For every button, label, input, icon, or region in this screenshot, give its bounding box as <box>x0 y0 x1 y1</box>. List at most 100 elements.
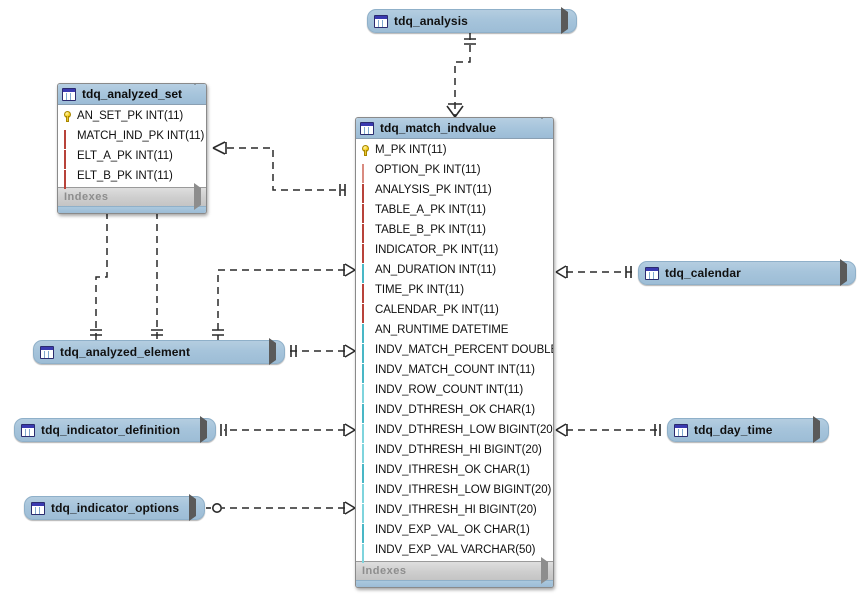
table-column-row[interactable]: INDV_ITHRESH_LOW BIGINT(20) <box>356 480 553 503</box>
table-column-row[interactable]: INDV_ROW_COUNT INT(11) <box>356 380 553 403</box>
key-icon <box>360 144 371 156</box>
column-list: AN_SET_PK INT(11) MATCH_IND_PK INT(11) ELT… <box>58 105 206 189</box>
table-column-row[interactable]: M_PK INT(11) <box>356 140 553 160</box>
diamond-filled-cyan-icon <box>360 263 371 283</box>
table-column-row[interactable]: TABLE_B_PK INT(11) <box>356 220 553 243</box>
table-column-row[interactable]: AN_RUNTIME DATETIME <box>356 320 553 343</box>
relationship-analyzedset-element-b <box>150 199 164 340</box>
chevron-right-icon[interactable] <box>840 259 847 286</box>
relationship-analyzedset-indvalue <box>212 141 346 196</box>
diamond-hollow-cyan-icon <box>360 443 371 463</box>
column-label: INDV_DTHRESH_OK CHAR(1) <box>375 404 536 416</box>
table-tdq-match-indvalue[interactable]: tdq_match_indvalue M_PK INT(11) OPTION_PK… <box>355 117 554 588</box>
chevron-right-icon[interactable] <box>561 7 568 34</box>
relationship-indvalue-indicatoroptions <box>206 501 356 515</box>
table-column-row[interactable]: INDV_DTHRESH_OK CHAR(1) <box>356 400 553 423</box>
diamond-hollow-cyan-icon <box>360 423 371 443</box>
table-column-row[interactable]: INDV_ITHRESH_HI BIGINT(20) <box>356 500 553 523</box>
column-label: INDV_EXP_VAL VARCHAR(50) <box>375 544 536 556</box>
table-tdq-indicator-options[interactable]: tdq_indicator_options <box>24 494 205 521</box>
diamond-filled-red-icon <box>360 223 371 243</box>
chevron-right-icon[interactable] <box>194 183 201 210</box>
table-column-row[interactable]: INDV_ITHRESH_OK CHAR(1) <box>356 460 553 483</box>
chevron-down-icon[interactable] <box>190 84 200 103</box>
diamond-hollow-cyan-icon <box>360 383 371 403</box>
column-label: OPTION_PK INT(11) <box>375 164 481 176</box>
table-column-row[interactable]: TIME_PK INT(11) <box>356 280 553 303</box>
diamond-filled-cyan-icon <box>360 403 371 423</box>
table-column-row[interactable]: OPTION_PK INT(11) <box>356 160 553 183</box>
indexes-label: Indexes <box>362 565 407 577</box>
table-tdq-calendar[interactable]: tdq_calendar <box>638 259 856 286</box>
table-icon <box>374 14 388 28</box>
relationship-analyzedset-element-a <box>90 199 114 340</box>
indexes-section[interactable]: Indexes <box>356 557 553 584</box>
indexes-section[interactable]: Indexes <box>58 183 206 210</box>
chevron-right-icon[interactable] <box>200 416 207 443</box>
table-column-row[interactable]: ANALYSIS_PK INT(11) <box>356 180 553 203</box>
table-tdq-day-time[interactable]: tdq_day_time <box>667 416 829 443</box>
table-column-row[interactable]: CALENDAR_PK INT(11) <box>356 300 553 323</box>
column-label: ANALYSIS_PK INT(11) <box>375 184 492 196</box>
column-label: INDV_DTHRESH_HI BIGINT(20) <box>375 444 542 456</box>
table-name: tdq_calendar <box>665 266 741 280</box>
column-label: CALENDAR_PK INT(11) <box>375 304 499 316</box>
table-name: tdq_analyzed_element <box>60 345 191 359</box>
column-label: INDV_ITHRESH_LOW BIGINT(20) <box>375 484 552 496</box>
column-label: TABLE_B_PK INT(11) <box>375 224 486 236</box>
table-icon <box>21 423 35 437</box>
table-icon <box>645 266 659 280</box>
table-icon <box>360 121 374 135</box>
column-label: INDV_DTHRESH_LOW BIGINT(20) <box>375 424 554 436</box>
table-column-row[interactable]: INDICATOR_PK INT(11) <box>356 240 553 263</box>
relationship-analysis-indvalue <box>446 33 476 118</box>
table-column-row[interactable]: TABLE_A_PK INT(11) <box>356 200 553 223</box>
table-tdq-analysis[interactable]: tdq_analysis <box>367 7 577 34</box>
table-header[interactable]: tdq_match_indvalue <box>356 118 553 139</box>
table-column-row[interactable]: ELT_B_PK INT(11) <box>58 166 206 189</box>
diamond-hollow-cyan-icon <box>360 543 371 563</box>
key-icon <box>62 110 73 122</box>
column-label: ELT_B_PK INT(11) <box>77 170 173 182</box>
column-label: INDV_MATCH_COUNT INT(11) <box>375 364 535 376</box>
table-tdq-analyzed-element[interactable]: tdq_analyzed_element <box>33 338 285 365</box>
diamond-filled-cyan-icon <box>360 343 371 363</box>
table-column-row[interactable]: ELT_A_PK INT(11) <box>58 146 206 169</box>
diamond-filled-red-icon <box>62 169 73 189</box>
table-column-row[interactable]: INDV_MATCH_PERCENT DOUBLE <box>356 340 553 363</box>
table-column-row[interactable]: MATCH_IND_PK INT(11) <box>58 126 206 149</box>
table-footer-bar <box>356 580 553 587</box>
chevron-right-icon[interactable] <box>269 338 276 365</box>
chevron-right-icon[interactable] <box>541 557 548 584</box>
diamond-filled-cyan-icon <box>360 323 371 343</box>
chevron-down-icon[interactable] <box>537 118 547 137</box>
column-label: INDV_ITHRESH_HI BIGINT(20) <box>375 504 537 516</box>
chevron-right-icon[interactable] <box>813 416 820 443</box>
table-column-row[interactable]: INDV_EXP_VAL_OK CHAR(1) <box>356 520 553 543</box>
indexes-label: Indexes <box>64 191 109 203</box>
table-header[interactable]: tdq_analyzed_set <box>58 84 206 105</box>
table-column-row[interactable]: AN_SET_PK INT(11) <box>58 106 206 126</box>
table-name: tdq_analysis <box>394 14 468 28</box>
table-column-row[interactable]: AN_DURATION INT(11) <box>356 260 553 283</box>
diamond-filled-cyan-icon <box>360 523 371 543</box>
column-label: MATCH_IND_PK INT(11) <box>77 130 205 142</box>
column-label: M_PK INT(11) <box>375 144 447 156</box>
diamond-filled-red-icon <box>360 243 371 263</box>
relationship-indvalue-calendar <box>555 265 632 279</box>
table-column-row[interactable]: INDV_DTHRESH_LOW BIGINT(20) <box>356 420 554 443</box>
chevron-right-icon[interactable] <box>189 494 196 521</box>
table-column-row[interactable]: INDV_EXP_VAL VARCHAR(50) <box>356 540 553 563</box>
table-column-row[interactable]: INDV_MATCH_COUNT INT(11) <box>356 360 553 383</box>
table-name: tdq_day_time <box>694 423 773 437</box>
diamond-filled-red-icon <box>62 149 73 169</box>
table-column-row[interactable]: INDV_DTHRESH_HI BIGINT(20) <box>356 440 553 463</box>
table-icon <box>31 501 45 515</box>
table-icon <box>62 87 76 101</box>
table-tdq-analyzed-set[interactable]: tdq_analyzed_set AN_SET_PK INT(11) MATCH_… <box>57 83 207 214</box>
table-tdq-indicator-definition[interactable]: tdq_indicator_definition <box>14 416 216 443</box>
diamond-hollow-red-icon <box>360 163 371 183</box>
diamond-filled-cyan-icon <box>360 463 371 483</box>
diamond-filled-red-icon <box>360 203 371 223</box>
